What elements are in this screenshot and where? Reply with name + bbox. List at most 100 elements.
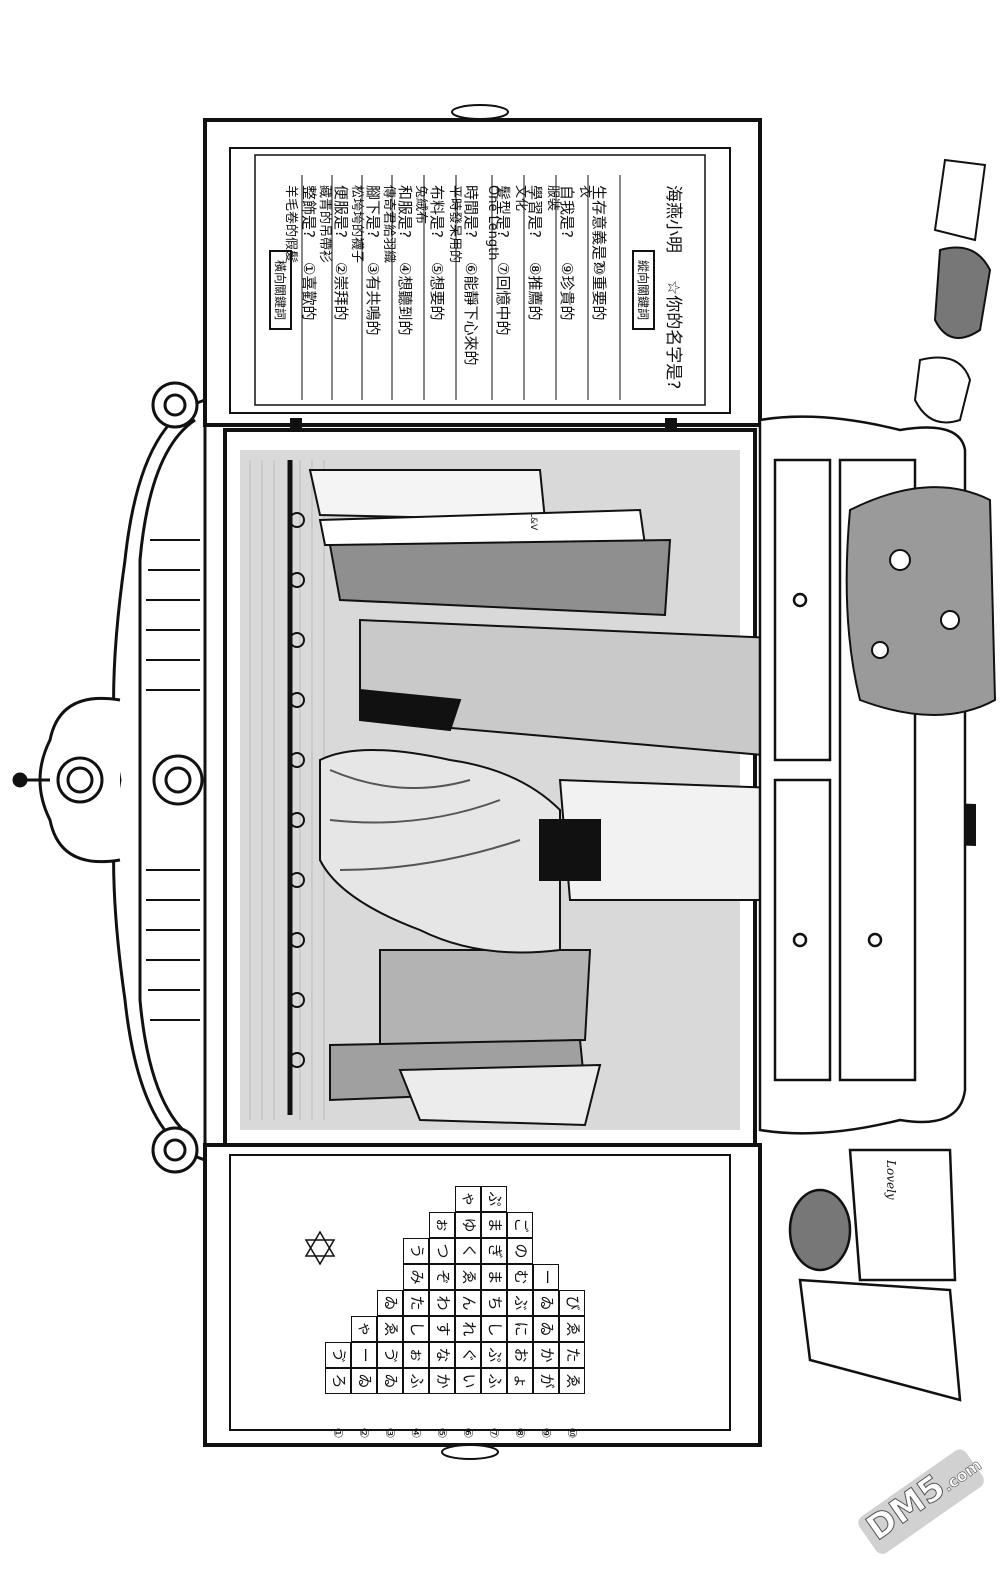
watermark-badge	[858, 1449, 984, 1554]
grid-cell: ゔ	[377, 1342, 403, 1368]
grid-cell: に	[507, 1316, 533, 1342]
question-7: ⑦回憶中的	[493, 262, 514, 335]
grid-row-label: ②	[357, 1427, 371, 1439]
question-9-num: ⑨	[558, 262, 576, 276]
grid-cell: ぐ	[455, 1342, 481, 1368]
grid-cell: ゃ	[351, 1316, 377, 1342]
floor-bags	[788, 1148, 962, 1402]
grid-row-label: ①	[331, 1427, 345, 1439]
crest-louvres	[146, 539, 200, 1021]
grid-cell: ぉ	[403, 1342, 429, 1368]
grid-cell: た	[559, 1342, 585, 1368]
grid-cell: し	[403, 1316, 429, 1342]
grid-row-label: ⑨	[539, 1427, 553, 1439]
grid-row-label: ⑤	[435, 1427, 449, 1439]
question-5-num: ⑤	[428, 262, 446, 276]
question-4-prompt: 想聽到的	[396, 275, 414, 336]
grid-cell: う	[403, 1238, 429, 1264]
name-answer: 海燕小明	[663, 185, 683, 253]
note-9: 服裝	[545, 185, 560, 212]
grid-cell: ふ	[403, 1368, 429, 1394]
grid-cell: ゑ	[559, 1316, 585, 1342]
question-9-prompt: 珍貴的	[558, 275, 576, 321]
floor-boots	[913, 158, 992, 424]
grid-cell: ま	[481, 1212, 507, 1238]
grid-cell: ち	[481, 1290, 507, 1316]
grid-cell: ぶ	[507, 1290, 533, 1316]
grid-cell: ぷ	[481, 1186, 507, 1212]
answer-1-suffix: 是?	[300, 215, 318, 238]
grid-cell: い	[455, 1368, 481, 1394]
question-3-prompt: 有共鳴的	[364, 275, 382, 336]
question-2-num: ②	[332, 262, 350, 276]
hanging-clothes	[308, 469, 821, 1127]
grid-cell: が	[533, 1368, 559, 1394]
grid-cell: ぞ	[429, 1264, 455, 1290]
grid-cell: ぷ	[481, 1342, 507, 1368]
question-4: ④想聽到的	[395, 262, 416, 335]
question-8: ⑧推薦的	[525, 262, 546, 320]
grid-cell: ん	[455, 1290, 481, 1316]
bag-label: Lovely	[884, 1160, 898, 1200]
note-8: 文化	[513, 185, 528, 212]
grid-cell: な	[429, 1342, 455, 1368]
name-question: ☆你的名字是?	[663, 280, 683, 390]
grid-cell: し	[481, 1316, 507, 1342]
note-4: 傳奇君給羽織	[381, 185, 396, 264]
grid-cell: ー	[351, 1342, 377, 1368]
grid-cell: れ	[455, 1316, 481, 1342]
grid-cell: ゐ	[377, 1290, 403, 1316]
question-1-prompt: 喜歡的	[300, 275, 318, 321]
grid-cell: ぎ	[481, 1238, 507, 1264]
note-2: 藏青的吊帶衫	[317, 185, 332, 264]
question-5-prompt: 想要的	[428, 275, 446, 321]
grid-row-label: ⑥	[461, 1427, 475, 1439]
answer-10-suffix: 是?	[590, 245, 608, 268]
grid-cell: わ	[429, 1290, 455, 1316]
grid-cell: ま	[481, 1264, 507, 1290]
question-3: ③有共鳴的	[363, 262, 384, 335]
question-10: ⑩重要的	[589, 262, 610, 320]
note-5: 兔絨布	[413, 185, 428, 225]
answer-1-blank: 整飾	[300, 185, 318, 216]
grid-cell: ろ	[325, 1368, 351, 1394]
grid-cell: び	[559, 1290, 585, 1316]
grid-cell: ふ	[481, 1368, 507, 1394]
question-3-num: ③	[364, 262, 382, 276]
patterned-dress	[845, 486, 997, 716]
clue-ruled-lines	[301, 175, 621, 400]
down-clues-title: 縱向關鍵詞	[632, 250, 655, 331]
grid-cell: ゐ	[351, 1368, 377, 1394]
note-1: 羊毛卷的假髮	[283, 185, 298, 264]
clothing-label-tag: L&V	[528, 512, 538, 531]
grid-row-label: ⑩	[565, 1427, 579, 1439]
grid-cell: ゃ	[455, 1186, 481, 1212]
grid-cell: ょ	[507, 1368, 533, 1394]
question-2-prompt: 崇拜的	[332, 275, 350, 321]
hexagram-icon	[304, 1230, 336, 1266]
grid-cell: み	[403, 1264, 429, 1290]
grid-row-label: ③	[383, 1427, 397, 1439]
question-6: ⑥能靜下心來的	[461, 262, 482, 365]
note-3: 松垮垮的襪子	[349, 185, 364, 264]
question-7-num: ⑦	[494, 262, 512, 276]
grid-row-label: ⑧	[513, 1427, 527, 1439]
grid-cell: ゐ	[533, 1290, 559, 1316]
grid-cell: ゐ	[377, 1368, 403, 1394]
question-8-num: ⑧	[526, 262, 544, 276]
question-4-num: ④	[396, 262, 414, 276]
grid-cell: か	[533, 1342, 559, 1368]
grid-row-label: ⑦	[487, 1427, 501, 1439]
question-1: ①喜歡的	[299, 262, 320, 320]
question-6-prompt: 能靜下心來的	[462, 275, 480, 366]
grid-cell: か	[429, 1368, 455, 1394]
question-7-prompt: 回憶中的	[494, 275, 512, 336]
grid-cell: つ	[429, 1238, 455, 1264]
wardrobe-crest	[12, 381, 207, 1174]
grid-cell: ご	[507, 1212, 533, 1238]
grid-cell: ゐ	[533, 1316, 559, 1342]
question-1-num: ①	[300, 262, 318, 276]
note-6: 平時發呆用的	[447, 185, 462, 264]
top-door-panel	[203, 104, 762, 434]
